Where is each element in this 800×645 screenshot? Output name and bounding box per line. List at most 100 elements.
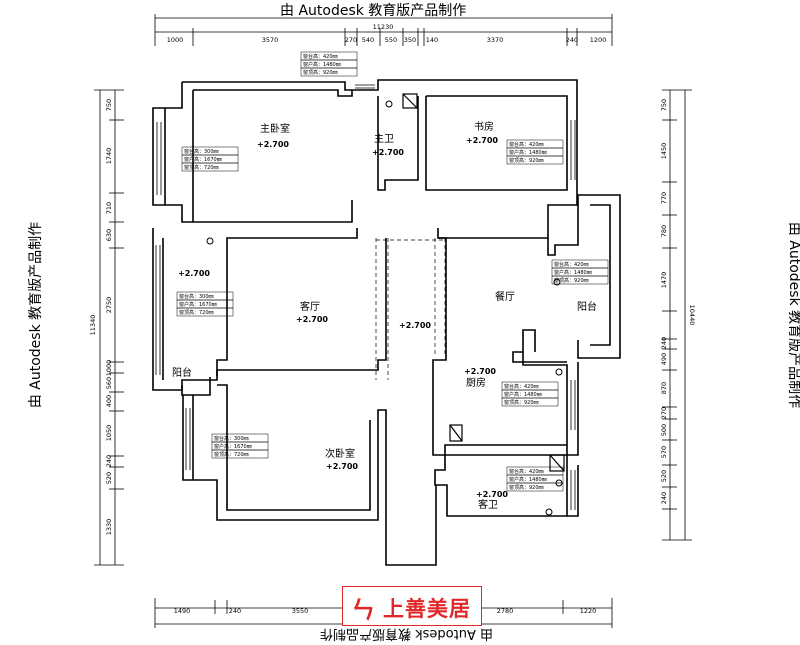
shafts [402,93,565,472]
room-name: 厨房 [466,376,486,389]
window-spec-cell [506,482,564,492]
left-dimension-chain [94,89,124,566]
top-dimension: 3370 [487,36,504,44]
corridor-lines [375,238,446,380]
room-name: 客厅 [300,300,320,313]
bottom-dimension: 3550 [292,607,309,615]
top-dimension-chain [154,14,613,46]
left-dimension: 240 [105,455,113,467]
window-spec-row: 窗户高：1480㎜ [509,476,547,483]
left-dimension: 1330 [105,519,113,536]
left-dimension: 2750 [105,297,113,314]
window-spec-row: 窗顶高：920㎜ [504,399,539,406]
window-spec-row: 窗台高：420㎜ [303,53,338,60]
room-name: 书房 [474,120,494,133]
room-name: 餐厅 [495,290,515,303]
top-dimension: 3570 [262,36,279,44]
room-level: +2.700 [464,367,496,376]
living-level: +2.700 [178,269,210,278]
window-spec-row: 窗顶高：920㎜ [509,484,544,491]
left-total-dimension: 11340 [89,315,97,336]
room-name: 阳台 [172,366,192,379]
right-dimension: 870 [660,382,668,394]
right-dimension: 1470 [660,272,668,289]
right-dimension: 500 [660,424,668,436]
window-spec-row: 窗顶高：920㎜ [509,157,544,164]
room-level: +2.700 [466,136,498,145]
window-spec-row: 窗台高：420㎜ [509,468,544,475]
right-dimension: 770 [660,192,668,204]
window-spec-row: 窗户高：1480㎜ [554,269,592,276]
right-dimension: 780 [660,225,668,237]
room-level: +2.700 [296,315,328,324]
right-dimension: 520 [660,470,668,482]
left-dimension: 750 [105,99,113,111]
corridor-level: +2.700 [399,321,431,330]
top-dimension: 140 [426,36,438,44]
logo-mark-icon: ㄣ [351,595,375,624]
bottom-dimension: 240 [229,607,241,615]
window-spec-cell [300,67,358,77]
window-spec-row: 窗顶高：720㎜ [179,309,214,316]
window-spec-row: 窗顶高：920㎜ [554,277,589,284]
logo: ㄣ 上善美居 [342,586,482,626]
right-dimension-chain [662,89,692,541]
window-spec-row: 窗顶高：720㎜ [214,451,249,458]
right-dimension: 240 [660,337,668,349]
window-spec-row: 窗户高：1670㎜ [184,156,222,163]
window-spec-cell [506,155,564,165]
left-dimension: 710 [105,202,113,214]
right-dimension: 570 [660,446,668,458]
window-spec-row: 窗台高：300㎜ [179,293,214,300]
window-spec-row: 窗台高：420㎜ [509,141,544,148]
top-dimension: 1200 [590,36,607,44]
room-name: 阳台 [577,300,597,313]
window-spec-row: 窗户高：1670㎜ [179,301,217,308]
left-dimension: 560 [105,377,113,389]
window-spec-cell [176,307,234,317]
room-name: 主卧室 [260,122,290,135]
bottom-dimension: 2780 [497,607,514,615]
left-dimension: 520 [105,472,113,484]
room-level: +2.700 [257,140,289,149]
window-spec-row: 窗顶高：720㎜ [184,164,219,171]
windows [155,84,576,510]
top-dimension: 1000 [167,36,184,44]
logo-text: 上善美居 [383,597,471,621]
exterior-walls [152,79,621,566]
window-spec-cell [501,397,559,407]
room-level: +2.700 [326,462,358,471]
window-spec-row: 窗台高：420㎜ [554,261,589,268]
top-dimension: 350 [404,36,416,44]
watermark-top: 由 Autodesk 教育版产品制作 [280,3,467,19]
window-spec-cell [211,449,269,459]
left-dimension: 400 [105,395,113,407]
left-dimension: 1740 [105,148,113,165]
window-spec-row: 窗户高：1480㎜ [303,61,341,68]
top-dimension: 240 [566,36,578,44]
room-name: 主卫 [374,133,394,145]
left-dimension: 630 [105,229,113,241]
window-spec-row: 窗台高：300㎜ [184,148,219,155]
right-dimension: 750 [660,99,668,111]
bottom-dimension: 1220 [580,607,597,615]
right-dimension: 490 [660,353,668,365]
overall-top-dimension: 11230 [373,23,394,31]
top-dimension: 540 [362,36,374,44]
window-spec-row: 窗户高：1670㎜ [214,443,252,450]
right-dimension: 240 [660,492,668,504]
window-spec-cell [551,275,609,285]
room-name: 次卧室 [325,447,355,460]
right-dimension: 270 [660,407,668,419]
window-spec-row: 窗户高：1480㎜ [504,391,542,398]
top-dimension: 550 [385,36,397,44]
room-level: +2.700 [372,148,404,157]
